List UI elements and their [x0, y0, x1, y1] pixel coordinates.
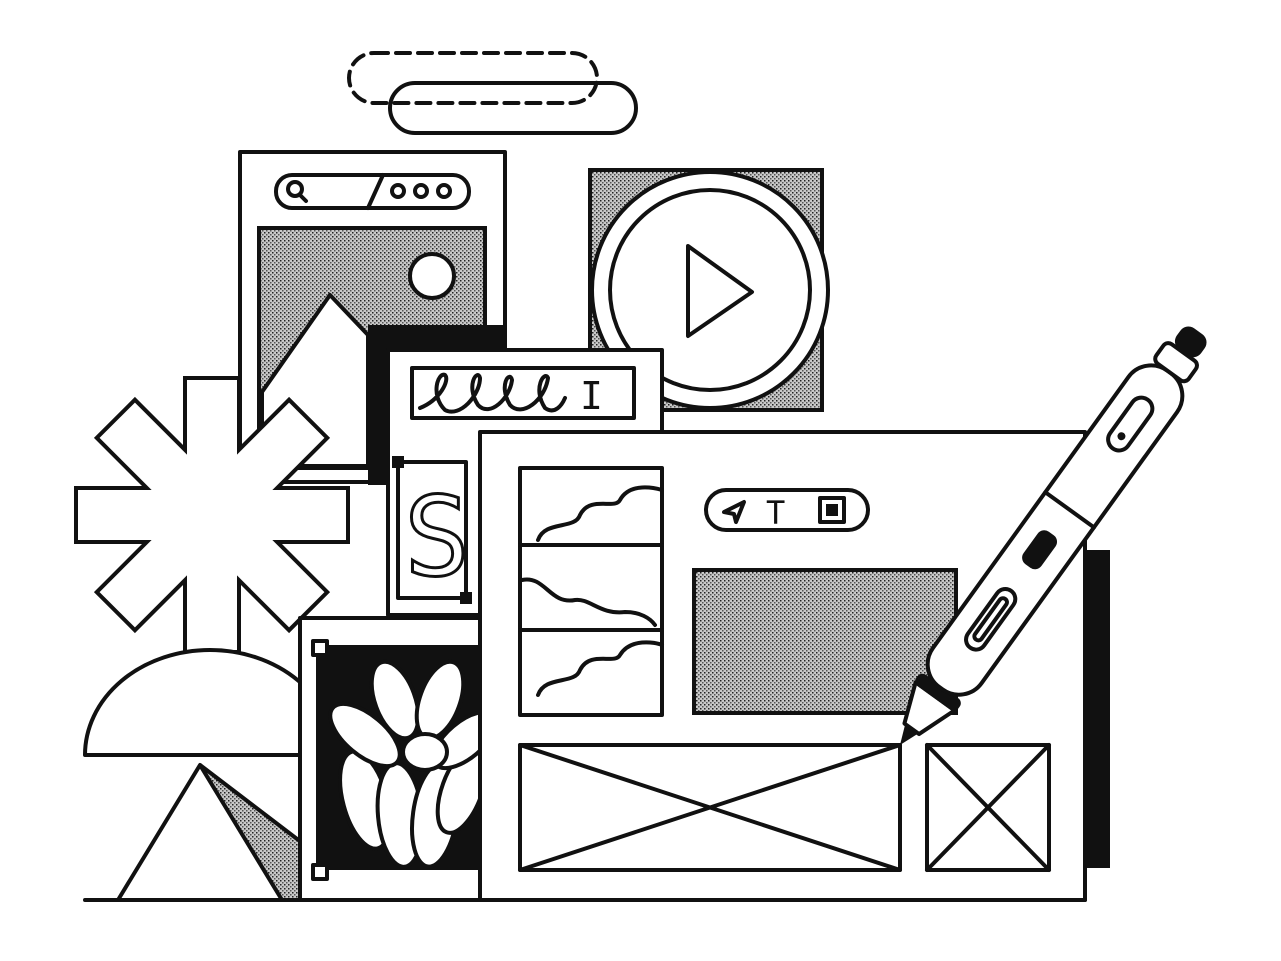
handwriting-loops: [418, 372, 567, 414]
selection-handle: [392, 456, 404, 468]
text-cursor-glyph: I: [580, 374, 603, 418]
selection-handle: [311, 639, 329, 657]
asterisk-shape: [74, 376, 350, 654]
flower-card: [298, 616, 502, 902]
dashed-pill: [347, 51, 599, 105]
selection-handle: [460, 592, 472, 604]
cloud-panel: [518, 466, 664, 717]
dot-icon: [390, 183, 406, 199]
play-icon: [686, 244, 754, 338]
stylus-pen-icon: [900, 326, 1207, 745]
text-tool-icon: T: [766, 494, 785, 532]
search-icon: [286, 180, 304, 198]
selection-handle: [311, 863, 329, 881]
pointer-tool-icon: [722, 500, 746, 524]
solid-pill: [388, 81, 638, 135]
dot-icon: [436, 183, 452, 199]
dot-icon: [413, 183, 429, 199]
window-shadow: [1085, 550, 1110, 868]
half-dome: [83, 648, 337, 757]
letter-s-glyph: S: [404, 473, 470, 601]
sun-icon: [408, 252, 456, 300]
